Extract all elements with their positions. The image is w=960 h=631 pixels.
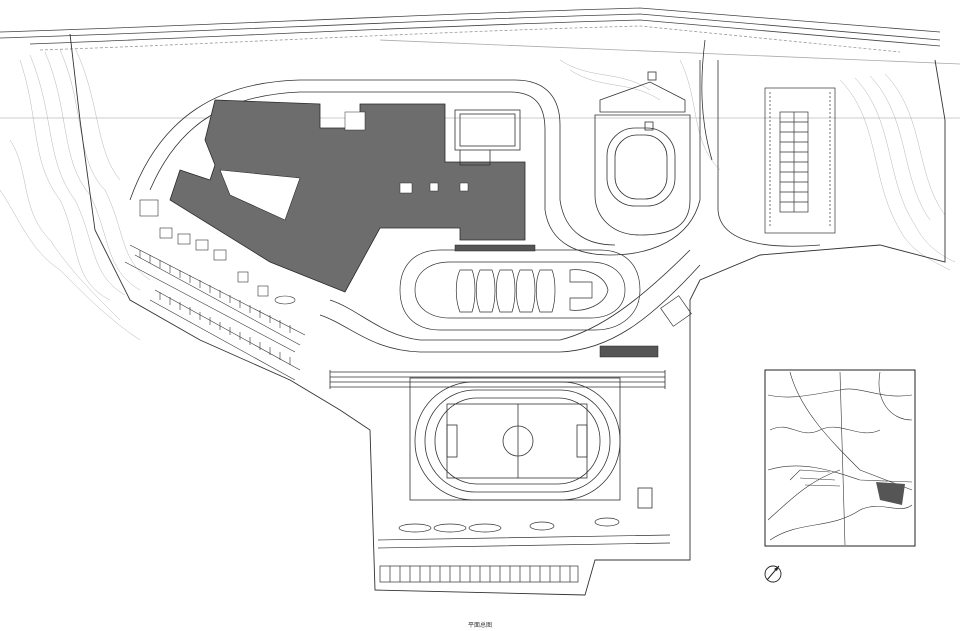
courtyard-pavilions [159, 227, 296, 305]
main-sports-field [329, 370, 666, 509]
bus-loop [399, 249, 641, 331]
top-road [0, 7, 960, 119]
east-parking [764, 87, 836, 234]
west-parking [124, 199, 306, 381]
site-boundary [69, 33, 946, 596]
campus-ring-road [129, 39, 821, 353]
gymnasium [454, 109, 521, 166]
hatched-strip [599, 345, 659, 358]
main-building [169, 99, 526, 293]
north-arrow-icon [764, 565, 782, 583]
upper-running-track [594, 71, 691, 236]
southern-stands [377, 517, 671, 583]
east-gatehouse [660, 295, 692, 327]
drawing-caption: 平面总图 [467, 622, 492, 629]
bicycle-shed [454, 244, 536, 252]
location-map-icon [764, 369, 916, 547]
